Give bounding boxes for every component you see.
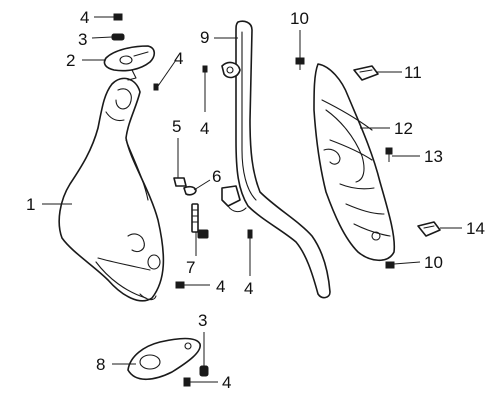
callout-labels: 4 3 2 4 4 5 6 7 1 4 4 9 10 11 12 13 14 1…	[26, 8, 485, 392]
leader-4-upper-right	[157, 59, 177, 87]
part-11-clip	[353, 65, 379, 81]
callout-6: 6	[212, 167, 221, 186]
callout-4-top: 4	[80, 8, 89, 27]
callout-2: 2	[66, 51, 75, 70]
callout-4-upper-right: 4	[174, 49, 183, 68]
callout-4-mid: 4	[200, 119, 209, 138]
part-4-screw-upper-right	[153, 83, 159, 91]
callout-10-bottom: 10	[424, 253, 443, 272]
leader-3-top	[91, 36, 113, 39]
callout-13: 13	[424, 147, 443, 166]
part-4-screw-bottom	[183, 377, 191, 387]
part-4-screw-lower-left	[175, 281, 185, 289]
part-8-gasket-plate	[127, 337, 201, 381]
part-10-screw-top	[295, 57, 305, 70]
callout-4-lower-left: 4	[216, 277, 225, 296]
part-12-outer-cover	[313, 63, 396, 262]
callout-4-bottom: 4	[222, 373, 231, 392]
callout-3-top: 3	[78, 30, 87, 49]
leader-6	[193, 179, 211, 191]
part-5-nut	[173, 177, 187, 187]
callout-8: 8	[96, 355, 105, 374]
part-14-clip	[417, 221, 441, 237]
part-4-screw-top	[113, 13, 123, 21]
part-4-screw-mid	[202, 65, 208, 73]
part-1-inner-cover	[58, 77, 165, 302]
callout-11: 11	[404, 63, 422, 82]
callout-1: 1	[26, 195, 35, 214]
callout-5: 5	[172, 117, 181, 136]
part-3-bushing-bottom	[199, 365, 209, 377]
callout-10-top: 10	[290, 9, 309, 28]
part-2-mount-bracket	[103, 45, 156, 81]
part-4-screw-lower-center	[247, 229, 253, 239]
callout-4-lower-center: 4	[244, 279, 253, 298]
callout-3-bottom: 3	[198, 311, 207, 330]
part-10-screw-bottom	[385, 261, 395, 269]
callout-7: 7	[186, 258, 195, 277]
part-7-bolt	[191, 203, 209, 239]
callout-12: 12	[394, 119, 413, 138]
part-13-screw	[385, 147, 393, 162]
part-3-bushing-top	[111, 33, 125, 41]
callout-9: 9	[200, 28, 209, 47]
leader-10-bottom	[393, 261, 421, 265]
part-9-frame-tube	[221, 20, 331, 299]
part-6-washer	[183, 185, 197, 196]
leader-lines	[42, 16, 462, 383]
callout-14: 14	[466, 219, 485, 238]
